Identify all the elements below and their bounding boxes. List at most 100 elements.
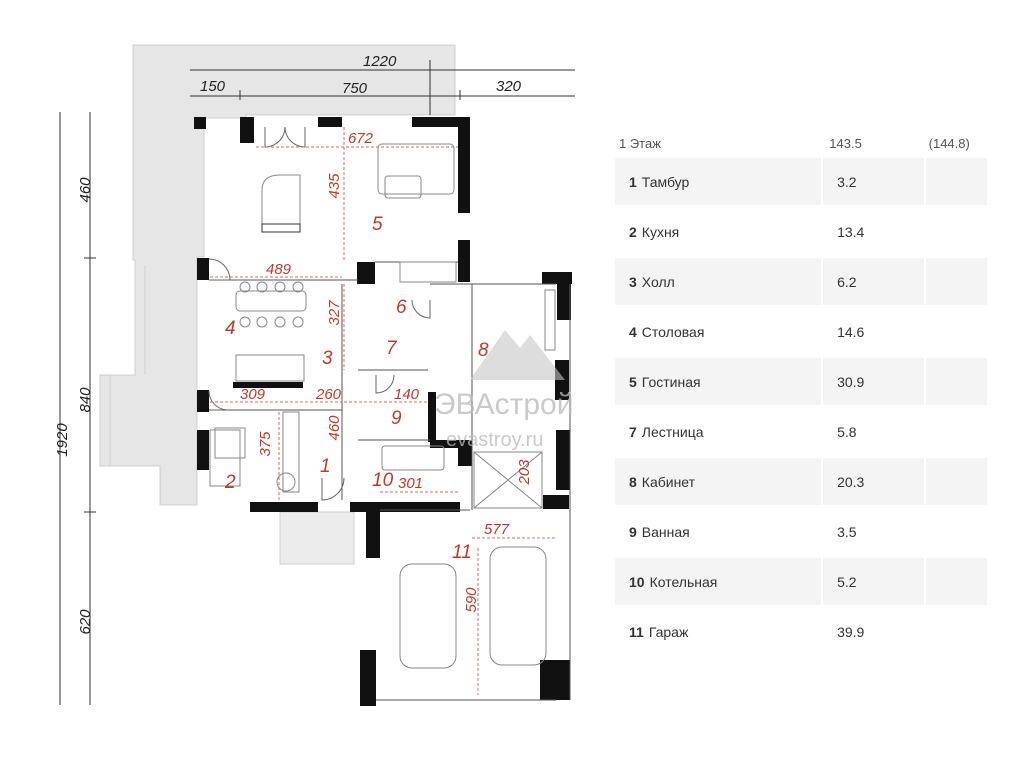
room-number-9: 9 xyxy=(391,408,402,429)
room-number-2: 2 xyxy=(224,472,236,493)
room-name: Ванная xyxy=(641,523,690,540)
room-number: 10 xyxy=(629,573,645,590)
room-name: Гостиная xyxy=(641,373,701,390)
doors xyxy=(208,126,431,501)
room-number: 11 xyxy=(629,623,644,640)
dim-489: 489 xyxy=(266,261,292,278)
room-number-5: 5 xyxy=(372,214,383,235)
room-name: Гараж xyxy=(648,623,689,640)
room-number: 1 xyxy=(629,173,637,190)
room-area-alt xyxy=(926,308,987,355)
room-number-4: 4 xyxy=(225,318,236,339)
room-area-alt xyxy=(925,458,987,505)
dim-h-bottom: 620 xyxy=(77,609,94,635)
floor-total-area: 143.5 xyxy=(829,135,862,151)
room-number: 7 xyxy=(629,423,637,440)
dim-435: 435 xyxy=(326,173,343,199)
room-area: 5.8 xyxy=(837,423,857,440)
room-area-alt xyxy=(926,608,987,655)
room-numbers: 1 2 3 4 5 6 7 8 9 10 11 xyxy=(224,214,489,563)
room-area: 39.9 xyxy=(837,623,865,640)
watermark-logo-text: ЭВАстрой xyxy=(434,388,573,421)
room-name: Столовая xyxy=(641,323,705,340)
room-area: 5.2 xyxy=(823,558,924,605)
watermark-url: evastroy.ru xyxy=(446,429,543,451)
room-name: Кухня xyxy=(641,223,680,240)
interior-lines xyxy=(209,261,571,701)
dim-h-top: 460 xyxy=(77,177,94,203)
room-number-7: 7 xyxy=(386,338,398,359)
room-name: Кабинет xyxy=(641,473,696,490)
room-number-8: 8 xyxy=(478,340,489,361)
dimension-lines xyxy=(59,60,575,705)
room-number-10: 10 xyxy=(372,470,394,491)
room-number-3: 3 xyxy=(322,348,333,369)
room-area-alt xyxy=(925,358,987,405)
dim-overall-width: 1220 xyxy=(363,53,397,70)
room-area-alt xyxy=(926,408,987,455)
room-area-alt xyxy=(926,508,987,555)
room-area-alt xyxy=(925,258,987,305)
dim-h-mid: 840 xyxy=(77,387,94,413)
room-number: 5 xyxy=(629,373,637,390)
dim-301: 301 xyxy=(398,475,423,492)
room-number: 3 xyxy=(629,273,637,290)
dim-327: 327 xyxy=(326,300,343,326)
room-number: 2 xyxy=(629,223,637,240)
room-number-6: 6 xyxy=(396,297,407,318)
table-header: 1 Этаж 143.5 (144.8) xyxy=(615,128,987,158)
room-area-alt xyxy=(926,208,987,255)
room-area: 30.9 xyxy=(823,358,924,405)
floor-total-area-alt: (144.8) xyxy=(928,135,970,151)
room-area: 6.2 xyxy=(823,258,924,305)
room-area-alt xyxy=(925,558,987,605)
dim-672: 672 xyxy=(348,130,374,147)
room-number-1: 1 xyxy=(320,456,331,477)
dim-590: 590 xyxy=(463,587,480,613)
dim-460: 460 xyxy=(326,415,343,441)
dim-203: 203 xyxy=(516,459,533,486)
dim-577: 577 xyxy=(484,521,510,538)
dim-seg-right: 320 xyxy=(496,78,522,95)
room-name: Лестница xyxy=(641,423,704,440)
room-number-11: 11 xyxy=(452,542,472,563)
terrace-area xyxy=(99,44,456,565)
furniture xyxy=(209,143,556,669)
room-name: Холл xyxy=(641,273,675,290)
dim-260: 260 xyxy=(315,386,342,403)
room-area: 14.6 xyxy=(837,323,865,340)
exterior-dimensions: 1220 150 750 320 1920 460 840 620 xyxy=(54,53,522,635)
room-area: 13.4 xyxy=(837,223,865,240)
dim-seg-mid: 750 xyxy=(342,80,368,97)
room-number: 9 xyxy=(629,523,637,540)
interior-dimensions: 672 435 489 327 309 260 140 460 375 301 … xyxy=(240,130,533,613)
room-area: 3.2 xyxy=(823,158,924,205)
watermark: ЭВАстрой evastroy.ru xyxy=(434,330,573,451)
room-area-alt xyxy=(925,158,987,205)
room-name: Тамбур xyxy=(641,173,690,190)
room-number: 4 xyxy=(629,323,637,340)
dim-overall-height: 1920 xyxy=(54,423,71,457)
dim-309: 309 xyxy=(240,386,266,403)
